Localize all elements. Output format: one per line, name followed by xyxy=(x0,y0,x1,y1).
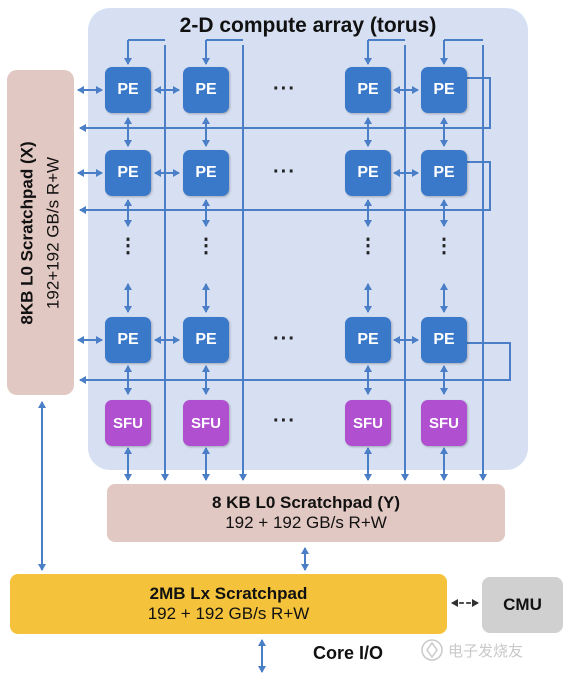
pe-r3-c1: PE xyxy=(105,317,151,363)
scratchpad-x-label: 8KB L0 Scratchpad (X) 192+192 GB/s R+W xyxy=(7,70,74,395)
pe-r2-c1: PE xyxy=(105,150,151,196)
scratchpad-y-title: 8 KB L0 Scratchpad (Y) xyxy=(212,493,400,512)
scratchpad-lx-bandwidth: 192 + 192 GB/s R+W xyxy=(147,604,310,623)
pe-r3-c2: PE xyxy=(183,317,229,363)
sfu-c1: SFU xyxy=(105,400,151,446)
compute-array-title: 2-D compute array (torus) xyxy=(179,14,437,37)
scratchpad-y-bandwidth: 192 + 192 GB/s R+W xyxy=(225,513,387,532)
pe-r2-c2: PE xyxy=(183,150,229,196)
pe-r2-c3: PE xyxy=(345,150,391,196)
sfu-c4: SFU xyxy=(421,400,467,446)
pe-r3-c4: PE xyxy=(421,317,467,363)
sfu-c2: SFU xyxy=(183,400,229,446)
pe-r3-c3: PE xyxy=(345,317,391,363)
pe-r1-c4: PE xyxy=(421,67,467,113)
ellipsis-col1: ⋮ xyxy=(118,235,138,257)
scratchpad-x-title: 8KB L0 Scratchpad (X) xyxy=(17,140,37,325)
pe-r1-c3: PE xyxy=(345,67,391,113)
sfu-c3: SFU xyxy=(345,400,391,446)
ellipsis-col2: ⋮ xyxy=(196,235,216,257)
scratchpad-x-bandwidth: 192+192 GB/s R+W xyxy=(43,156,63,309)
core-io-label: Core I/O xyxy=(313,643,384,663)
ellipsis-row1: ··· xyxy=(273,78,296,100)
scratchpad-y-box: 8 KB L0 Scratchpad (Y) 192 + 192 GB/s R+… xyxy=(107,484,505,542)
ellipsis-row2: ··· xyxy=(273,161,296,183)
ellipsis-col4: ⋮ xyxy=(434,235,454,257)
cmu-box: CMU xyxy=(482,577,563,633)
scratchpad-x-box xyxy=(7,70,74,395)
ellipsis-col3: ⋮ xyxy=(358,235,378,257)
pe-r2-c4: PE xyxy=(421,150,467,196)
watermark-logo: 电子发烧友 xyxy=(421,639,523,661)
pe-r1-c2: PE xyxy=(183,67,229,113)
pe-r1-c1: PE xyxy=(105,67,151,113)
scratchpad-lx-box: 2MB Lx Scratchpad 192 + 192 GB/s R+W xyxy=(10,574,447,634)
ellipsis-row3: ··· xyxy=(273,328,296,350)
ellipsis-sfu-row: ··· xyxy=(273,410,296,432)
svg-text:电子发烧友: 电子发烧友 xyxy=(448,642,523,660)
scratchpad-lx-title: 2MB Lx Scratchpad xyxy=(149,584,308,603)
cmu-label: CMU xyxy=(503,595,542,614)
